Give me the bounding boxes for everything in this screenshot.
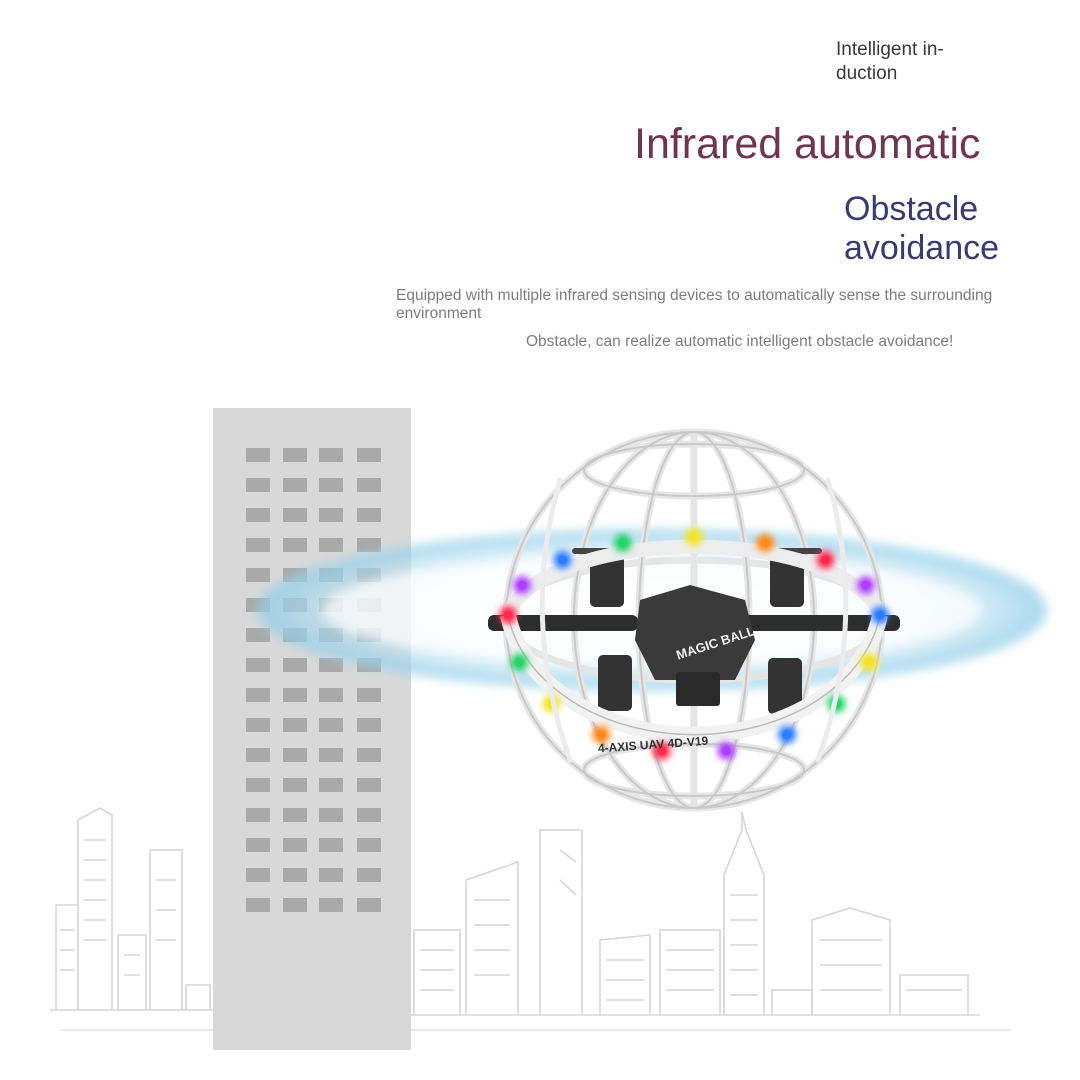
led-light — [760, 538, 770, 548]
building-window — [283, 808, 307, 822]
building-window — [319, 478, 343, 492]
building-window — [357, 508, 381, 522]
led-light — [557, 555, 567, 565]
led-light — [596, 730, 606, 740]
building-window — [357, 478, 381, 492]
led-light — [721, 746, 731, 756]
building-window — [319, 838, 343, 852]
led-light — [618, 538, 628, 548]
building-window — [357, 448, 381, 462]
city-skyline — [50, 807, 1010, 1031]
building-window — [319, 538, 343, 552]
building-window — [246, 478, 270, 492]
building-window — [357, 868, 381, 882]
building-window — [283, 508, 307, 522]
led-light — [782, 730, 792, 740]
building-window — [319, 508, 343, 522]
building-window — [283, 778, 307, 792]
building-window — [357, 898, 381, 912]
description-line-1: Equipped with multiple infrared sensing … — [396, 287, 993, 322]
building-window — [246, 898, 270, 912]
building-window — [319, 868, 343, 882]
building-window — [357, 778, 381, 792]
headline: Infrared automatic — [634, 120, 981, 168]
building-window — [319, 718, 343, 732]
building-window — [319, 448, 343, 462]
building-window — [246, 628, 270, 642]
building-window — [283, 718, 307, 732]
building-window — [283, 658, 307, 672]
led-light — [517, 580, 527, 590]
led-light — [875, 610, 885, 620]
building-window — [283, 838, 307, 852]
led-light — [514, 657, 524, 667]
building-window — [283, 748, 307, 762]
led-light — [821, 555, 831, 565]
building-illustration — [213, 408, 411, 1050]
building-window — [246, 778, 270, 792]
building-window — [319, 778, 343, 792]
building-window — [246, 718, 270, 732]
drone-ball: MAGIC BALL 4-AXIS UAV 4D-V19 — [488, 428, 900, 812]
building-window — [319, 898, 343, 912]
building-window — [357, 688, 381, 702]
led-light — [864, 657, 874, 667]
building-window — [283, 688, 307, 702]
building-window — [246, 448, 270, 462]
building-window — [357, 838, 381, 852]
building-window — [357, 538, 381, 552]
building-window — [246, 538, 270, 552]
description-line-2: Obstacle, can realize automatic intellig… — [526, 333, 954, 350]
building-window — [246, 508, 270, 522]
drone-body: MAGIC BALL — [488, 548, 900, 714]
building-window — [246, 808, 270, 822]
building-window — [357, 718, 381, 732]
led-light — [503, 610, 513, 620]
building-window — [246, 838, 270, 852]
building-window — [283, 868, 307, 882]
building-window — [319, 808, 343, 822]
building-window — [283, 898, 307, 912]
building-window — [319, 748, 343, 762]
building-window — [319, 658, 343, 672]
building-window — [283, 448, 307, 462]
subheadline: Obstacle avoidance — [844, 190, 1000, 267]
building-window — [319, 688, 343, 702]
building-window — [246, 748, 270, 762]
building-window — [246, 568, 270, 582]
led-light — [657, 746, 667, 756]
led-light — [861, 580, 871, 590]
led-light — [689, 532, 699, 542]
building-window — [357, 748, 381, 762]
building-window — [283, 538, 307, 552]
led-ring: 4-AXIS UAV 4D-V19 — [499, 528, 889, 760]
building-window — [246, 658, 270, 672]
building-window — [246, 868, 270, 882]
building-window — [357, 808, 381, 822]
building-window — [246, 688, 270, 702]
building-window — [283, 478, 307, 492]
feature-tag: Intelligent in- duction — [836, 39, 944, 84]
